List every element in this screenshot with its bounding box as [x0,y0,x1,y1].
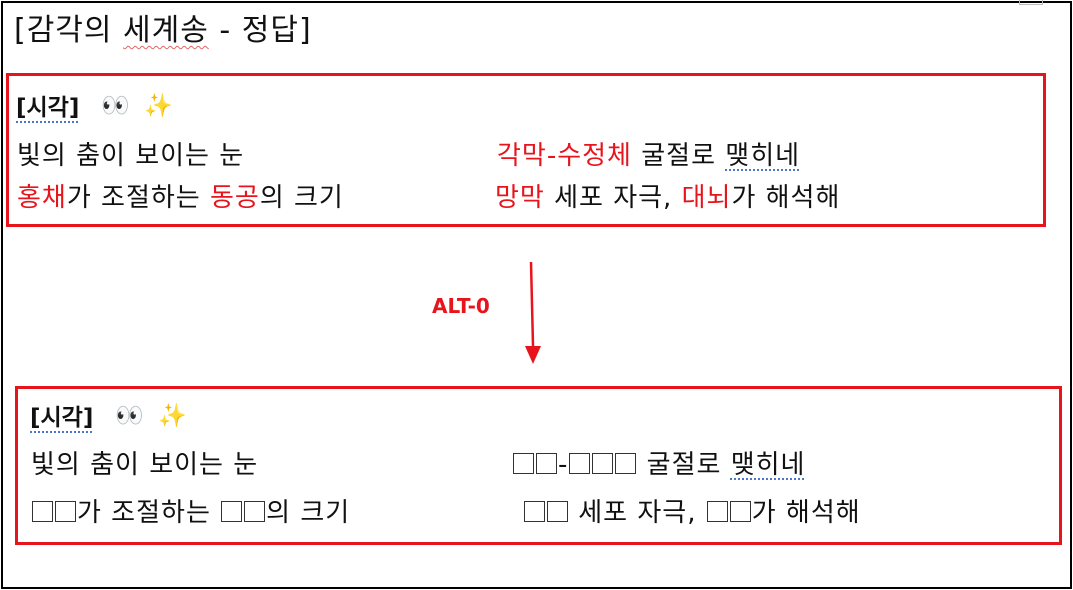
missing-glyph-icon [706,501,728,522]
answer-word: 망막 [495,183,545,213]
answer-word: 대뇌 [681,183,732,213]
missing-glyph-icon [729,501,751,522]
lyric-text: 굴절로 [637,450,731,480]
answer-word: 동공 [209,183,260,213]
lyric-line: 망막 세포 자극, 대뇌가 해석해 [495,177,840,214]
missing-glyph-icon [513,453,534,474]
missing-glyph-icon [615,453,637,474]
lyric-text: 맺히네 [725,141,801,171]
lyric-line: 가 조절하는 의 크기 [31,492,350,529]
lyric-text: 빛의 춤이 보이는 눈 [31,450,259,480]
lyric-line: 빛의 춤이 보이는 눈 [31,444,258,481]
missing-glyph-icon [569,453,591,474]
lyric-text: 굴절로 [631,141,726,171]
lyric-line: 홍채가 조절하는 동공의 크기 [17,177,344,214]
rendered-box [15,386,1062,545]
answer-box [6,73,1046,227]
section-heading: [시각] 👀 ✨ [16,88,173,122]
sparkles-icon: ✨ [157,402,187,429]
lyric-text: 맺히네 [730,450,806,480]
section-heading: [시각] 👀 ✨ [30,398,187,432]
missing-glyph-icon [221,501,243,522]
lyric-text: 세포 자극, [569,498,706,528]
missing-glyph-icon [524,501,545,522]
lyric-text: 가 조절하는 [77,498,221,528]
lyric-line: - 굴절로 맺히네 [512,444,805,481]
answer-word: 홍채 [17,183,67,213]
sparkles-icon: ✨ [143,92,173,119]
lyric-text: 의 크기 [266,498,351,528]
corner-mark [1019,0,1043,5]
lyric-line: 각막-수정체 굴절로 맺히네 [497,135,800,172]
answer-word: 각막-수정체 [497,141,632,171]
title-squiggly: 세계송 [123,13,209,48]
lyric-text: 빛의 춤이 보이는 눈 [17,141,245,171]
eyes-icon: 👀 [115,402,144,429]
missing-glyph-icon [244,501,266,522]
section-label: [시각] [30,405,94,431]
lyric-text: 의 크기 [259,183,344,213]
missing-glyph-icon [547,501,568,522]
arrow-label: ALT-0 [432,294,490,318]
down-arrow-icon [525,261,541,364]
title-suffix: - 정답] [208,13,312,48]
page-title: [감각의 세계송 - 정답] [14,5,312,49]
lyric-text: 가 해석해 [731,183,841,213]
missing-glyph-icon [32,501,53,522]
lyric-text: 가 조절하는 [66,183,210,213]
missing-glyph-icon [592,453,614,474]
section-label: [시각] [16,95,80,121]
lyric-text: 세포 자극, [544,183,682,213]
title-prefix: [감각의 [14,13,124,48]
missing-glyph-icon [55,501,76,522]
lyric-line: 세포 자극, 가 해석해 [523,492,861,529]
lyric-line: 빛의 춤이 보이는 눈 [17,135,244,172]
eyes-icon: 👀 [101,92,130,119]
missing-glyph-icon [536,453,557,474]
lyric-text: 가 해석해 [751,498,861,528]
